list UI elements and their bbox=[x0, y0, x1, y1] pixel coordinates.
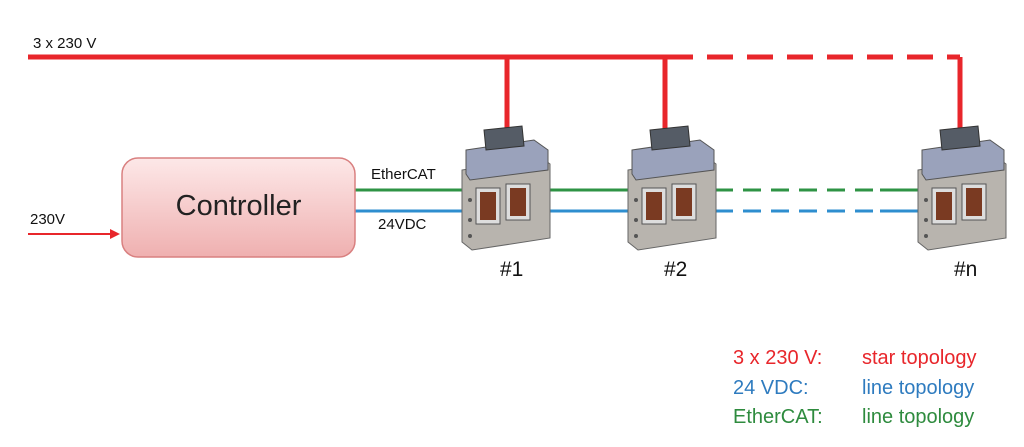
arrow-230v-icon bbox=[28, 229, 120, 239]
device-1-label: #1 bbox=[500, 258, 524, 281]
legend-key-dc: 24 VDC: bbox=[733, 377, 809, 399]
legend-key-power: 3 x 230 V: bbox=[733, 347, 823, 369]
24vdc-label: 24VDC bbox=[378, 216, 427, 233]
supply-3ph-label: 3 x 230 V bbox=[33, 35, 97, 52]
device-n-label: #n bbox=[954, 258, 978, 281]
legend-value-power: star topology bbox=[862, 347, 977, 369]
ethercat-label: EtherCAT bbox=[371, 166, 436, 183]
legend-value-dc: line topology bbox=[862, 377, 975, 399]
power-line-3x230v bbox=[28, 54, 963, 132]
controller-box bbox=[121, 157, 356, 258]
device-1-image bbox=[461, 125, 551, 251]
supply-1ph-label: 230V bbox=[30, 211, 66, 228]
device-n-image bbox=[917, 125, 1007, 251]
legend-value-ethercat: line topology bbox=[862, 406, 975, 428]
device-2-label: #2 bbox=[664, 258, 688, 281]
controller-label: Controller bbox=[175, 190, 302, 222]
legend-key-ethercat: EtherCAT: bbox=[733, 406, 823, 428]
device-2-image bbox=[627, 125, 717, 251]
